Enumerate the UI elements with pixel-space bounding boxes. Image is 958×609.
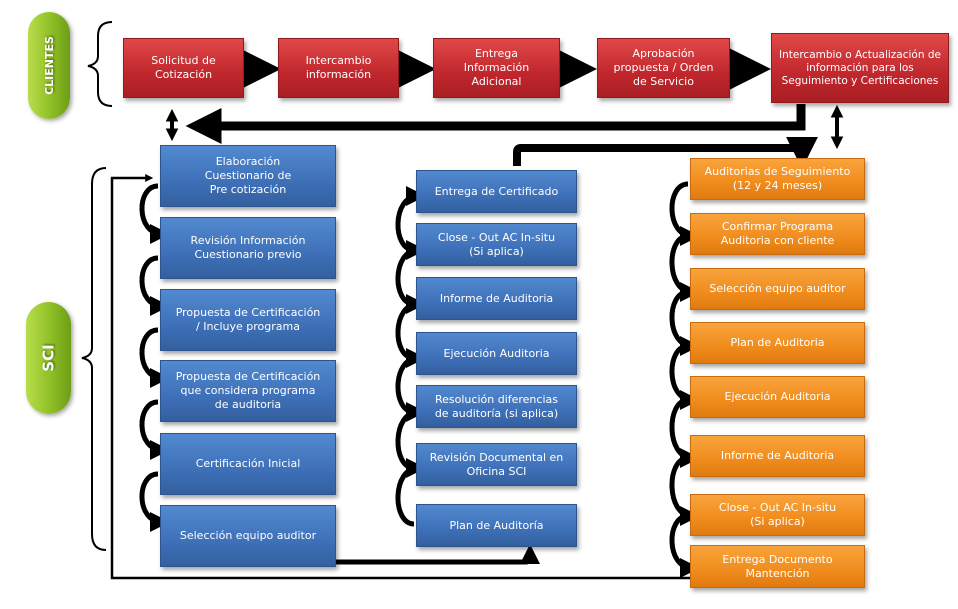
step-close-out-insitu-2: Close - Out AC In-situ (Si aplica)	[690, 494, 865, 536]
step-resolucion-diferencias: Resolución diferencias de auditoría (si …	[416, 385, 577, 428]
step-intercambio-actualizacion: Intercambio o Actualización de informaci…	[771, 33, 949, 103]
step-ejecucion-auditoria-1: Ejecución Auditoria	[416, 332, 577, 375]
curved-arrow	[669, 397, 700, 468]
curved-arrow	[139, 327, 170, 388]
curved-arrow	[395, 402, 426, 471]
curved-arrow	[139, 471, 170, 532]
curved-arrow	[669, 455, 700, 526]
step-informe-auditoria-2: Informe de Auditoria	[690, 435, 865, 477]
sci-label: SCI	[39, 344, 58, 372]
curved-arrow	[395, 294, 426, 361]
sci-bracket	[81, 167, 107, 551]
step-aprobacion-propuesta: Aprobación propuesta / Orden de Servicio	[597, 38, 730, 98]
step-entrega-informacion-adicional: Entrega Información Adicional	[433, 38, 560, 98]
curved-arrow	[669, 289, 700, 356]
column-2-curved-arrows	[395, 186, 426, 527]
step-seleccion-equipo-auditor-2: Selección equipo auditor	[690, 268, 865, 310]
step-revision-informacion: Revisión Información Cuestionario previo	[160, 217, 336, 279]
curved-arrow	[395, 458, 426, 527]
sci-group-label: SCI	[26, 302, 71, 414]
curved-arrow	[395, 240, 426, 307]
step-certificacion-inicial: Certificación Inicial	[160, 433, 336, 495]
step-entrega-certificado: Entrega de Certificado	[416, 170, 577, 213]
curved-arrow	[395, 348, 426, 415]
step-auditorias-seguimiento: Auditorias de Seguimiento (12 y 24 meses…	[690, 158, 865, 200]
clientes-group-label: CLIENTES	[28, 12, 70, 119]
step-close-out-insitu-1: Close - Out AC In-situ (Si aplica)	[416, 223, 577, 266]
clientes-label: CLIENTES	[42, 36, 56, 95]
step-solicitud-cotizacion: Solicitud de Cotización	[123, 38, 244, 98]
step-plan-auditoria-2: Plan de Auditoria	[690, 322, 865, 364]
col1-to-col2-arrow	[336, 544, 540, 565]
step-plan-auditoria-1: Plan de Auditoría	[416, 504, 577, 547]
curved-arrow	[669, 233, 700, 302]
step-propuesta-certificacion-programa: Propuesta de Certificación / Incluye pro…	[160, 289, 336, 351]
step-revision-documental: Revisión Documental en Oficina SCI	[416, 443, 577, 486]
curved-arrow	[669, 343, 700, 410]
curved-arrow	[139, 183, 170, 244]
certificate-to-followup-arrow	[513, 136, 818, 169]
step-informe-auditoria-1: Informe de Auditoria	[416, 277, 577, 320]
return-loop-arrow	[110, 173, 690, 580]
column-1-curved-arrows	[139, 183, 170, 532]
step-seleccion-equipo-auditor-1: Selección equipo auditor	[160, 505, 336, 567]
step-entrega-documento-mantencion: Entrega Documento Mantención	[690, 545, 865, 588]
curved-arrow	[139, 399, 170, 460]
column-3-curved-arrows	[669, 181, 700, 578]
step-propuesta-considera-programa: Propuesta de Certificación que considera…	[160, 360, 336, 422]
step-ejecucion-auditoria-2: Ejecución Auditoria	[690, 376, 865, 418]
step-confirmar-programa: Confirmar Programa Auditoria con cliente	[690, 213, 865, 255]
curved-arrow	[669, 181, 700, 246]
step-intercambio-informacion: Intercambio información	[278, 38, 399, 98]
clientes-bracket	[87, 21, 113, 107]
curved-arrow	[395, 186, 426, 253]
feedback-arrow-top	[185, 104, 806, 144]
curved-arrow	[669, 513, 700, 578]
curved-arrow	[139, 255, 170, 316]
step-elaboracion-cuestionario: Elaboración Cuestionario de Pre cotizaci…	[160, 145, 336, 207]
